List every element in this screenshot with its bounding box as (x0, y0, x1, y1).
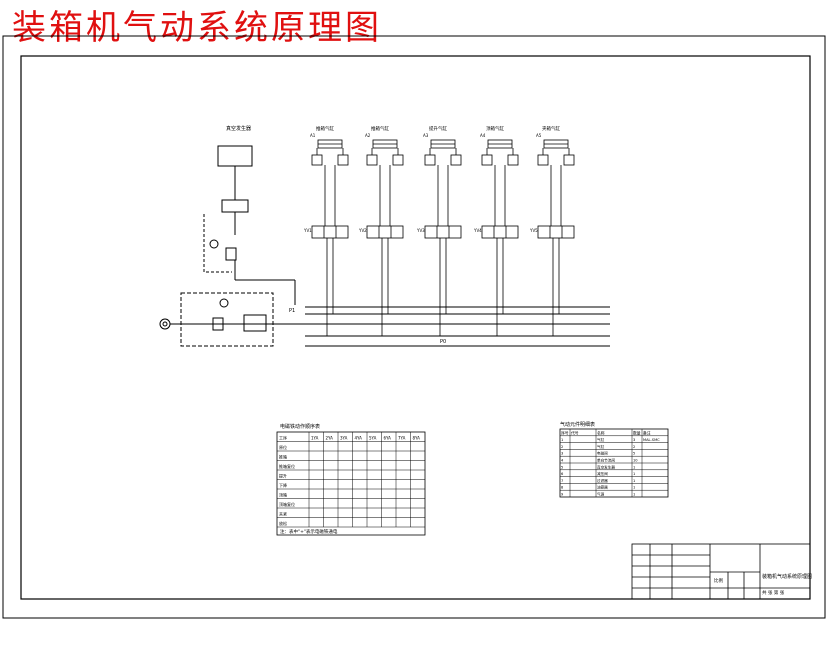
cylinder-branch (366, 139, 404, 336)
parts-table-cell: 1 (633, 472, 635, 476)
parts-table-cell: 气缸 (597, 437, 605, 442)
action-table-header: 6YA (384, 436, 392, 441)
action-table-row-label: 顶箱复位 (279, 501, 295, 507)
manifold-lines (305, 306, 610, 347)
parts-table-cell: 2 (561, 445, 563, 449)
parts-table-cell: 1 (633, 493, 635, 497)
action-table-note: 注：表中"+"表示电磁铁通电 (280, 528, 338, 535)
valve-label: YV5 (529, 228, 538, 233)
parts-table-cell: 7 (561, 479, 563, 483)
action-table-row-label: 提升 (279, 473, 287, 479)
action-table: 工序 1YA 2YA 3YA 4YA 5YA 6YA 7YA 8YA 原位推箱推箱复位提升下降顶箱… (276, 431, 426, 536)
action-table-row-label: 下降 (279, 482, 287, 488)
parts-table-cell: 6 (561, 472, 564, 476)
parts-table-cell: 3 (633, 438, 635, 442)
parts-table-cell: MAL-SMC (643, 438, 660, 442)
title-block-name: 装箱机气动系统原理图 (762, 573, 812, 580)
action-table-header: 工序 (279, 435, 287, 441)
cylinder-name-label: 夹箱气缸 (542, 125, 560, 132)
parts-table-cell: 1 (633, 465, 635, 469)
outer-frame (2, 35, 826, 619)
p-label: P1 (289, 308, 295, 314)
cylinder-branch (481, 139, 519, 336)
parts-table-header: 备注 (643, 430, 651, 435)
cylinder-name-label: 顶箱气缸 (486, 125, 504, 132)
parts-table-cell: 1 (633, 486, 635, 490)
vacuum-generator (203, 145, 296, 305)
parts-table-cell: 2 (633, 445, 635, 449)
action-table-header: 5YA (369, 436, 377, 441)
p-main-label: P0 (440, 339, 446, 345)
valve-label: YV4 (473, 228, 482, 233)
component-label: A3 (423, 133, 429, 138)
parts-table-cell: 4 (561, 459, 564, 463)
cylinder-branches: 推箱气缸YV1A1推箱气缸YV2A2提升气缸YV3A3顶箱气缸YV4A4夹箱气缸… (303, 125, 575, 336)
parts-table-cell: 过滤器 (597, 478, 608, 483)
component-label: A1 (310, 133, 316, 138)
valve-label: YV1 (303, 228, 312, 233)
parts-table-header: 序号 (561, 430, 569, 435)
parts-table-cell: 气源 (597, 492, 605, 497)
action-table-row-label: 推箱 (279, 454, 287, 460)
vacuum-label: 真空发生器 (226, 125, 251, 132)
cylinder-branch (311, 139, 349, 336)
cylinder-branch (424, 139, 462, 336)
title-block (631, 543, 811, 600)
parts-table-cell: 10 (633, 459, 638, 463)
parts-table-cell: 1 (633, 479, 635, 483)
parts-table-cell: 5 (633, 452, 635, 456)
parts-table-cell: 电磁阀 (597, 451, 608, 456)
action-table-header: 2YA (326, 436, 334, 441)
parts-table-cell: 真空发生器 (597, 464, 615, 469)
parts-table-title: 气动元件明细表 (560, 421, 595, 428)
action-table-row-label: 推箱复位 (279, 463, 295, 469)
valve-label: YV2 (358, 228, 367, 233)
cylinder-name-label: 推箱气缸 (371, 125, 389, 132)
frl-unit (159, 292, 305, 347)
action-table-header: 3YA (340, 436, 348, 441)
valve-label: YV3 (416, 228, 425, 233)
parts-table-cell: 8 (561, 486, 564, 490)
action-table-row-label: 原位 (279, 444, 287, 450)
action-table-row-label: 夹紧 (279, 511, 287, 517)
component-label: A4 (480, 133, 486, 138)
title-block-scale: 比例 (714, 577, 723, 584)
action-table-title: 电磁铁动作顺序表 (280, 423, 320, 430)
parts-table-cell: 单向节流阀 (597, 458, 615, 463)
cylinder-branch (537, 139, 575, 336)
parts-table: 序号代号 名称 数量备注 1 气缸 3 MAL-SMC 2 气缸 2 3 电磁阀 5 4 单向节流阀 10 5 真… (559, 428, 669, 498)
action-table-header: 4YA (355, 436, 363, 441)
action-table-header: 8YA (413, 436, 421, 441)
cylinder-name-label: 提升气缸 (429, 125, 447, 132)
parts-table-cell: 9 (561, 493, 564, 497)
drawing-title: 装箱机气动系统原理图 (12, 8, 382, 48)
action-table-header: 7YA (398, 436, 406, 441)
title-block-sheet: 共 张 第 张 (762, 589, 785, 596)
parts-table-header: 代号 (571, 430, 579, 435)
cylinder-name-label: 推箱气缸 (316, 125, 334, 132)
inner-frame (20, 55, 811, 600)
parts-table-cell: 减压阀 (597, 471, 608, 476)
parts-table-header: 数量 (633, 430, 641, 435)
action-table-header: 1YA (311, 436, 319, 441)
action-table-row-label: 放松 (279, 520, 287, 526)
component-label: A5 (536, 133, 542, 138)
parts-table-cell: 油雾器 (597, 485, 608, 490)
parts-table-cell: 5 (561, 465, 563, 469)
parts-table-cell: 1 (561, 438, 563, 442)
component-label: A2 (365, 133, 371, 138)
parts-table-header: 名称 (597, 430, 605, 435)
parts-table-cell: 气缸 (597, 444, 605, 449)
action-table-row-label: 顶箱 (279, 492, 287, 498)
parts-table-cell: 3 (561, 452, 563, 456)
